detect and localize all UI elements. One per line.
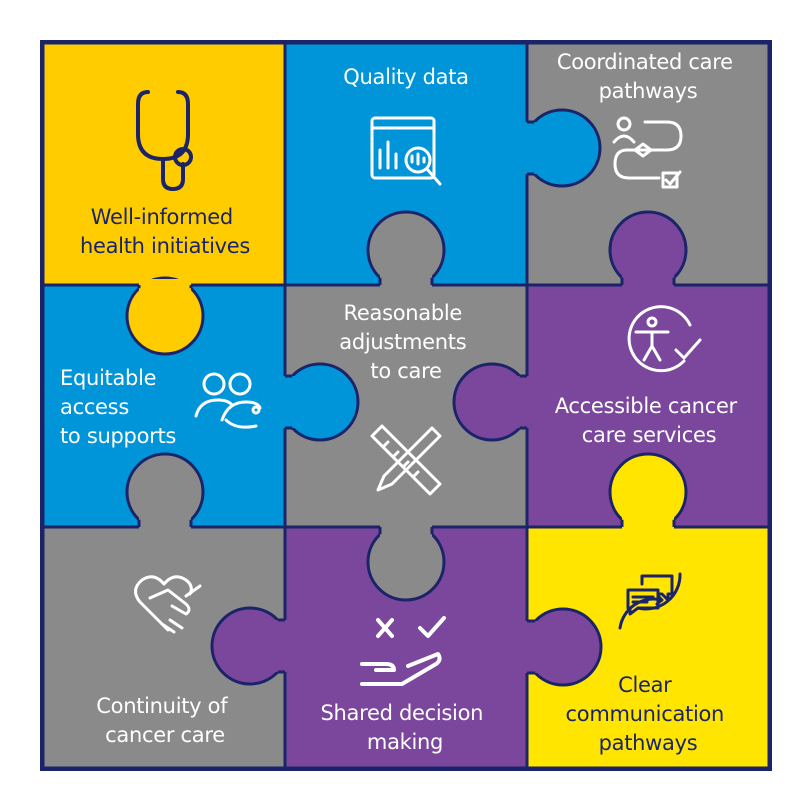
puzzle-knob-neck — [492, 376, 533, 428]
puzzle-knob-neck — [622, 492, 674, 533]
care-pathway-icon — [612, 116, 683, 189]
label-well-informed: Well-informed health initiatives — [80, 205, 250, 258]
people-location-icon — [194, 372, 262, 429]
hand-choice-icon — [360, 616, 446, 686]
stethoscope-icon — [136, 90, 193, 191]
handshake-heart-icon — [134, 575, 202, 634]
puzzle-knob-neck — [622, 250, 674, 291]
label-continuity: Continuity of cancer care — [96, 694, 233, 747]
label-shared-decision: Shared decision making — [320, 701, 489, 754]
label-accessible-services: Accessible cancer care services — [555, 394, 744, 447]
puzzle-knob-neck — [521, 621, 563, 673]
puzzle-knob-neck — [279, 376, 320, 428]
puzzle-knob-neck — [250, 620, 291, 672]
label-clear-communication: Clear communication pathways — [566, 673, 731, 755]
label-equitable-access: Equitable access to supports — [60, 366, 176, 448]
puzzle-knob-neck — [139, 279, 191, 316]
puzzle-knob-neck — [380, 521, 432, 562]
puzzle-knob-neck — [139, 492, 191, 533]
label-coordinated-care: Coordinated care pathways — [557, 50, 739, 103]
ruler-pencil-icon — [370, 424, 442, 496]
accessibility-check-icon — [627, 305, 702, 373]
chat-cycle-icon — [618, 572, 682, 630]
puzzle-knob-neck — [521, 122, 562, 174]
label-quality-data: Quality data — [343, 65, 468, 89]
label-reasonable-adjustments: Reasonable adjustments to care — [339, 301, 472, 383]
data-analytics-icon — [370, 116, 442, 186]
puzzle-knob-neck — [380, 250, 432, 291]
puzzle-knobs — [125, 108, 688, 687]
